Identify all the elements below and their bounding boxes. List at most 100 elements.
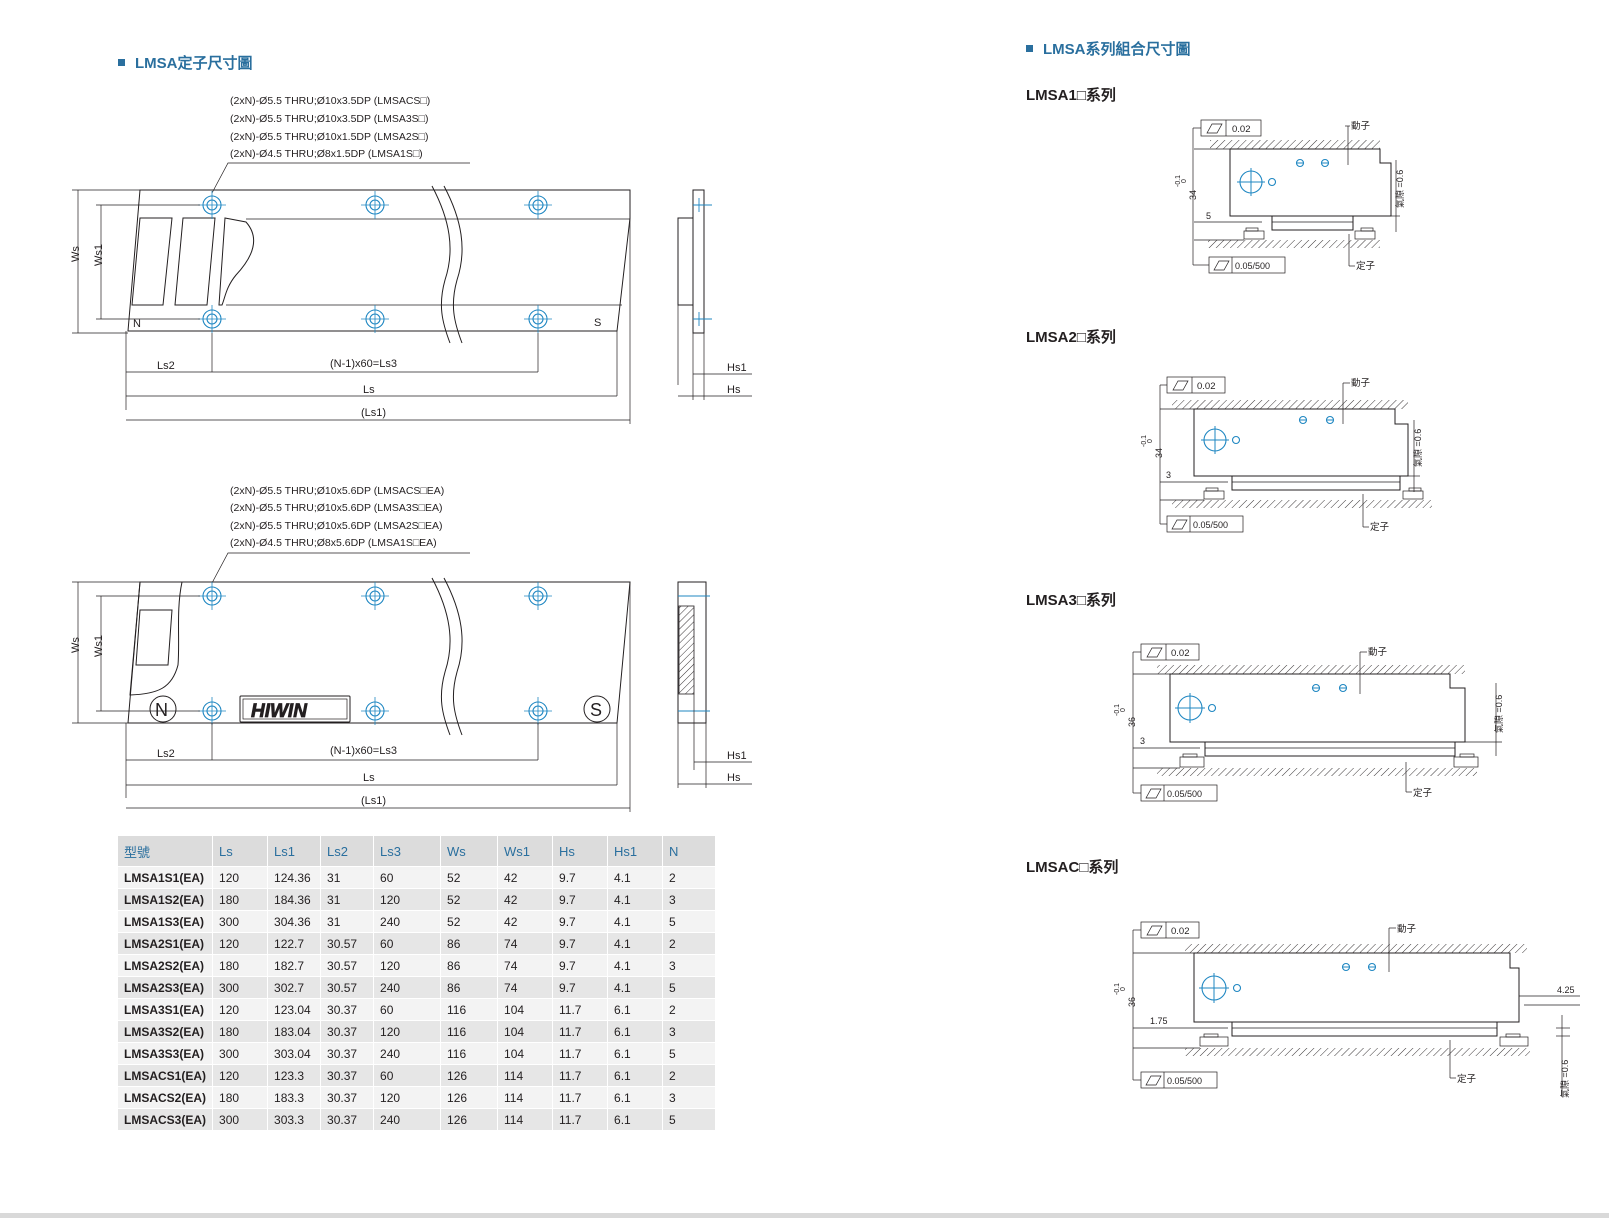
hole-note: (2xN)-Ø4.5 THRU;Ø8x5.6DP (LMSA1S□EA) <box>230 537 437 549</box>
height-tol-lo: 0 <box>1120 708 1127 712</box>
stator-label: 定子 <box>1356 260 1376 272</box>
dim-ls3: (N-1)x60=Ls3 <box>330 358 397 370</box>
hole-note: (2xN)-Ø5.5 THRU;Ø10x3.5DP (LMSA3S□) <box>230 113 429 125</box>
hiwin-logo <box>239 695 351 723</box>
col-header-ls2: Ls2 <box>320 836 375 867</box>
height-tol-lo: 0 <box>1181 179 1188 183</box>
height-tol-lo: 0 <box>1147 439 1154 443</box>
series-title-lmsa1: LMSA1□系列 <box>1026 87 1116 104</box>
dim-ls1: (Ls1) <box>361 407 386 419</box>
series-title-lmsa2: LMSA2□系列 <box>1026 329 1116 346</box>
mover-label: 動子 <box>1351 121 1371 132</box>
dim-ws: Ws <box>70 246 82 262</box>
airgap-value: 氣隙 =0.6 <box>1493 695 1504 733</box>
assembly-lmsac: 0.02 動子 36 -0.1 0 1.75 定子 4.25 氣隙 =0.6 <box>1114 921 1580 1098</box>
dim-ls1: (Ls1) <box>361 795 386 807</box>
height-tol-up: -0.1 <box>1114 983 1121 995</box>
height-value: 36 <box>1127 997 1137 1007</box>
dim-ls: Ls <box>363 772 375 784</box>
hole-note: (2xN)-Ø5.5 THRU;Ø10x5.6DP (LMSACS□EA) <box>230 485 444 497</box>
height-tol-lo: 0 <box>1120 987 1127 991</box>
dim-ws1: Ws1 <box>93 244 105 266</box>
pole-s-icon <box>583 695 611 723</box>
height-value: 34 <box>1154 448 1164 458</box>
offset-value: 3 <box>1166 470 1171 480</box>
stator-label: 定子 <box>1413 787 1433 799</box>
hiwin-logo-text: HIWIN <box>251 701 308 722</box>
stator-label: 定子 <box>1370 521 1390 533</box>
airgap-value: 氣隙 =0.6 <box>1394 170 1405 208</box>
page-bottom-bar <box>0 1213 1609 1218</box>
pole-label-s: S <box>590 700 602 720</box>
assembly-lmsa2: 0.02 動子 34 -0.1 0 3 定子 氣隙 =0.6 0.05/500 <box>1141 376 1432 533</box>
col-header-ws: Ws <box>440 836 499 867</box>
stator-label: 定子 <box>1457 1073 1477 1085</box>
bullet-square-icon <box>1026 44 1033 52</box>
assembly-lmsa1: 0.02 動子 34 -0.1 0 5 定子 氣隙 =0.6 0.05/500 <box>1175 119 1405 274</box>
left-section-title: LMSA定子尺寸圖 <box>118 52 253 73</box>
stator-figure-1: (2xN)-Ø5.5 THRU;Ø10x3.5DP (LMSACS□) (2xN… <box>70 95 752 424</box>
stator-figure-2: (2xN)-Ø5.5 THRU;Ø10x5.6DP (LMSACS□EA) (2… <box>70 485 752 812</box>
assembly-lmsa3: 0.02 動子 36 -0.1 0 3 定子 氣隙 =0.6 0.05/500 <box>1114 643 1504 802</box>
airgap-value: 氣隙 =0.6 <box>1412 429 1423 467</box>
height-value: 36 <box>1127 717 1137 727</box>
dim-ls: Ls <box>363 384 375 396</box>
mover-label: 動子 <box>1368 647 1388 658</box>
dim-ls2: Ls2 <box>157 748 175 760</box>
parallelism-value: 0.05/500 <box>1193 520 1228 530</box>
dim-ws: Ws <box>70 637 82 653</box>
pole-label-s: S <box>594 317 601 329</box>
airgap-value: 氣隙 =0.6 <box>1559 1060 1570 1098</box>
offset-value: 1.75 <box>1150 1016 1168 1026</box>
pole-label-n: N <box>133 318 141 330</box>
col-header-hs: Hs <box>552 836 609 867</box>
col-header-ls3: Ls3 <box>373 836 442 867</box>
bullet-square-icon <box>118 58 125 66</box>
hole-note: (2xN)-Ø4.5 THRU;Ø8x1.5DP (LMSA1S□) <box>230 148 423 160</box>
height-tol-up: -0.1 <box>1175 175 1182 187</box>
col-header-ws1: Ws1 <box>497 836 554 867</box>
flatness-value: 0.02 <box>1171 926 1190 937</box>
dim-ws1: Ws1 <box>93 635 105 657</box>
col-header-n: N <box>662 836 717 867</box>
stator-dimension-table: 型號 Ls Ls1 Ls2 Ls3 Ws Ws1 Hs Hs1 N LMSA1S… <box>118 836 717 1130</box>
offset-value: 3 <box>1140 736 1145 746</box>
right-section-title: LMSA系列組合尺寸圖 <box>1026 38 1191 59</box>
dim-hs1: Hs1 <box>727 750 747 762</box>
dim-ls2: Ls2 <box>157 360 175 372</box>
pole-n-icon <box>149 695 177 723</box>
series-title-lmsa3: LMSA3□系列 <box>1026 592 1116 609</box>
height-value: 34 <box>1188 190 1198 200</box>
height-tol-up: -0.1 <box>1141 435 1148 447</box>
mover-label: 動子 <box>1351 378 1371 389</box>
hole-note: (2xN)-Ø5.5 THRU;Ø10x1.5DP (LMSA2S□) <box>230 131 429 143</box>
offset-value: 5 <box>1206 211 1211 221</box>
flatness-value: 0.02 <box>1197 381 1216 392</box>
flatness-value: 0.02 <box>1171 648 1190 659</box>
dim-hs1: Hs1 <box>727 362 747 374</box>
dim-hs: Hs <box>727 384 741 396</box>
parallelism-value: 0.05/500 <box>1167 789 1202 799</box>
series-title-lmsac: LMSAC□系列 <box>1026 859 1119 876</box>
hole-note: (2xN)-Ø5.5 THRU;Ø10x5.6DP (LMSA3S□EA) <box>230 502 443 514</box>
col-header-hs1: Hs1 <box>607 836 664 867</box>
extra-dim-value: 4.25 <box>1557 985 1575 995</box>
dim-hs: Hs <box>727 772 741 784</box>
dim-ls3: (N-1)x60=Ls3 <box>330 745 397 757</box>
col-header-ls: Ls <box>212 836 269 867</box>
parallelism-value: 0.05/500 <box>1235 261 1270 271</box>
col-header-ls1: Ls1 <box>267 836 322 867</box>
height-tol-up: -0.1 <box>1114 704 1121 716</box>
parallelism-value: 0.05/500 <box>1167 1076 1202 1086</box>
